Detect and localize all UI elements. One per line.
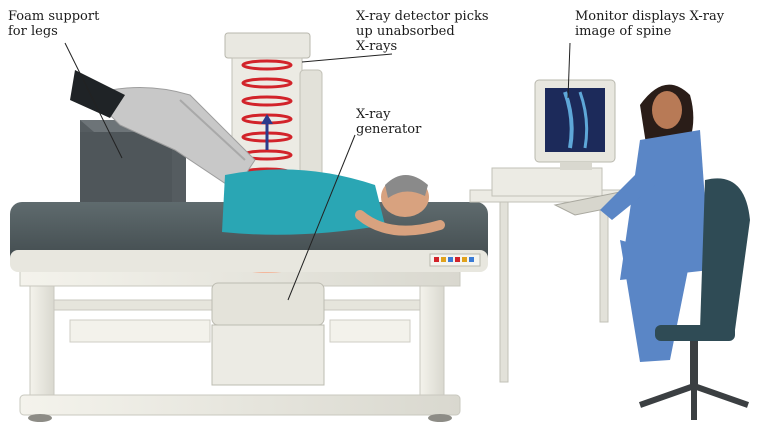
computer-station [470,80,650,382]
foam-support-label: Foam support for legs [8,9,99,39]
xray-generator-label: X-ray generator [356,107,421,137]
xray-detector-label: X-ray detector picks up unabsorbed X-ray… [356,9,489,54]
monitor-label: Monitor displays X-ray image of spine [575,9,724,39]
technician [600,85,710,362]
monitor-icon [535,80,615,170]
